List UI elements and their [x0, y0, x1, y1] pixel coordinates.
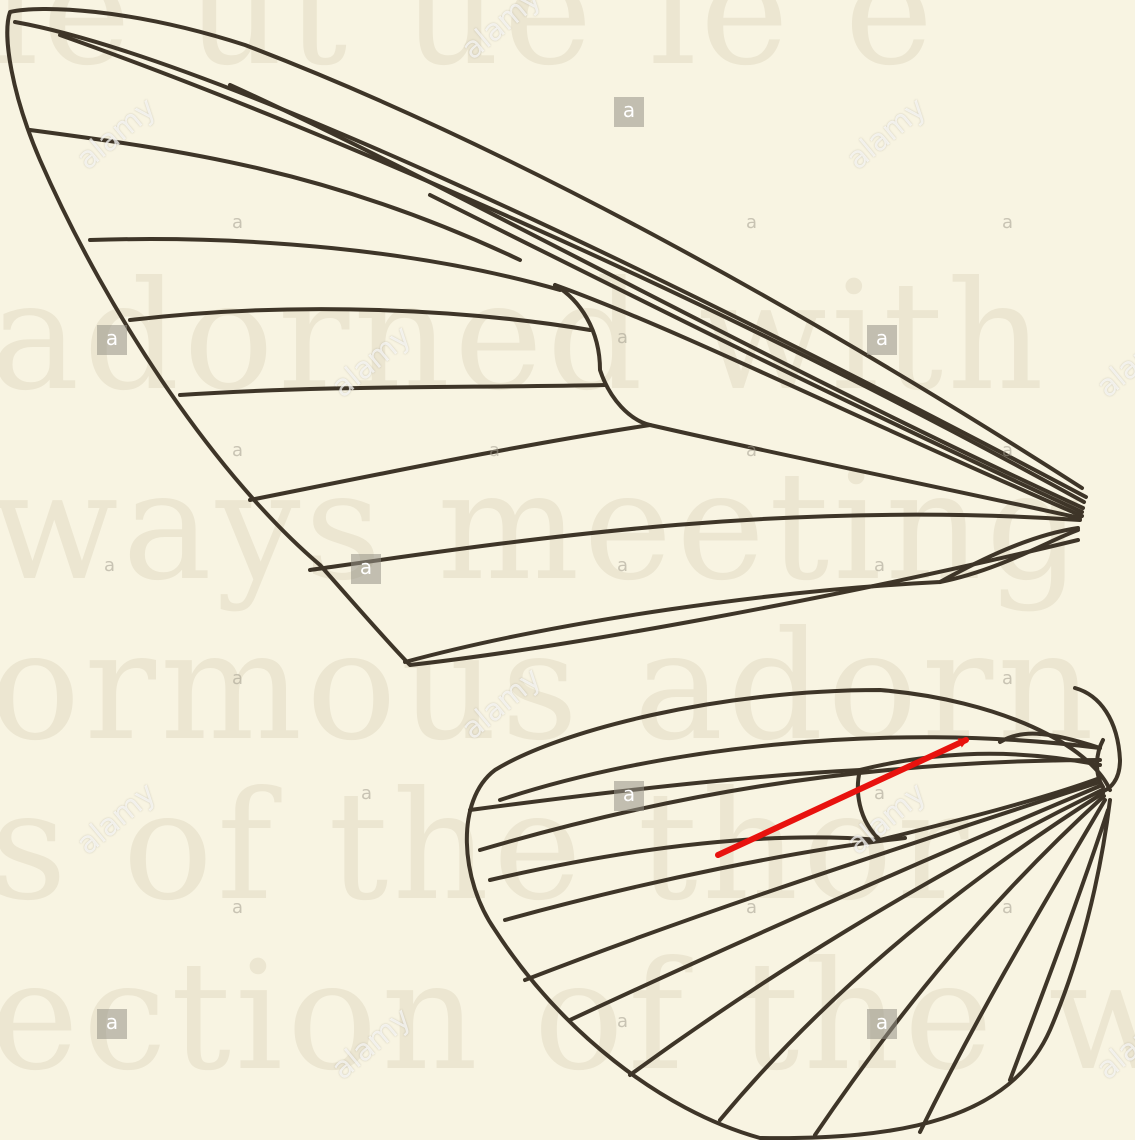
- watermark-small: a: [1002, 212, 1013, 233]
- forewing-costal-vein: [15, 22, 1086, 497]
- hindwing-costal-vein: [500, 737, 1100, 800]
- watermark-small: a: [489, 440, 500, 461]
- forewing-vein-f: [310, 515, 1080, 570]
- forewing-cell-lower: [650, 425, 1080, 518]
- watermark-small: a: [617, 1011, 628, 1032]
- watermark-small: a: [874, 555, 885, 576]
- watermark-small: a: [361, 783, 372, 804]
- watermark-small: a: [232, 212, 243, 233]
- forewing-cell-upper: [555, 285, 1082, 516]
- forewing-vein-d: [180, 385, 605, 395]
- watermark-box: a: [351, 554, 381, 584]
- watermark-box: a: [614, 781, 644, 811]
- watermark-small: a: [232, 440, 243, 461]
- watermark-box: a: [867, 325, 897, 355]
- watermark-small: a: [232, 668, 243, 689]
- hindwing-vein-3: [505, 838, 905, 920]
- watermark-box: a: [614, 97, 644, 127]
- hindwing: [467, 688, 1120, 1138]
- watermark-small: a: [1002, 668, 1013, 689]
- forewing-cell-end: [555, 285, 650, 425]
- watermark-small: a: [617, 555, 628, 576]
- forewing-vein-c: [130, 309, 590, 330]
- forewing-subcostal-vein: [60, 35, 1084, 502]
- watermark-box: a: [867, 1009, 897, 1039]
- watermark-small: a: [1002, 440, 1013, 461]
- forewing-anal-vein: [405, 530, 1078, 662]
- watermark-box: a: [97, 325, 127, 355]
- watermark-small: a: [232, 897, 243, 918]
- watermark-small: a: [746, 897, 757, 918]
- hindwing-vein-5: [570, 786, 1100, 1020]
- hindwing-vein-10: [1010, 810, 1108, 1080]
- watermark-small: a: [104, 555, 115, 576]
- watermark-small: a: [1002, 897, 1013, 918]
- forewing-radial-vein-1: [230, 85, 1083, 508]
- watermark-box: a: [97, 1009, 127, 1039]
- forewing-radial-vein-2: [430, 195, 1082, 512]
- watermark-small: a: [746, 440, 757, 461]
- watermark-small: a: [617, 327, 628, 348]
- watermark-small: a: [746, 212, 757, 233]
- forewing-vein-e: [250, 425, 650, 500]
